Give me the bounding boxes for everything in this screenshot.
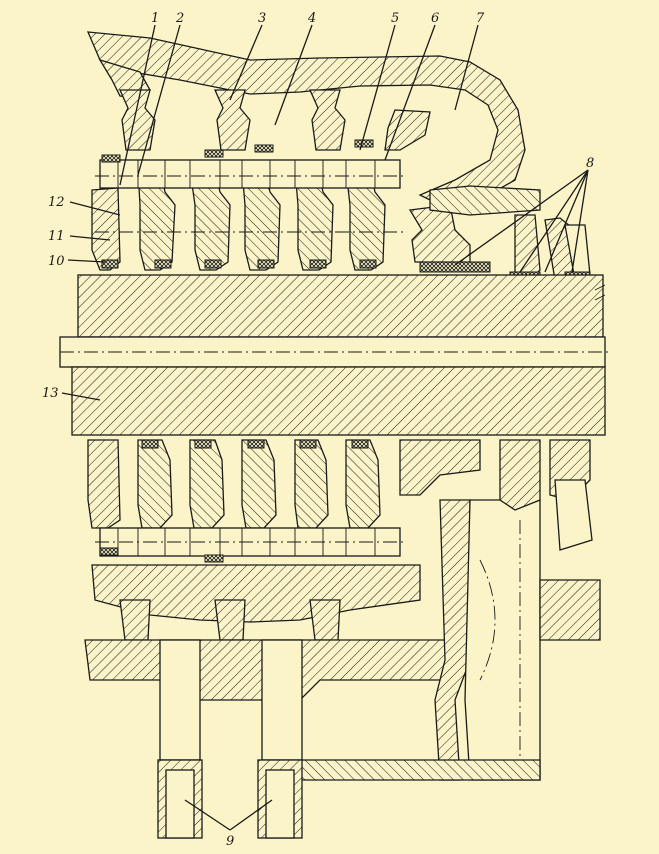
upper-stage-discs <box>91 139 405 271</box>
callout-6: 6 <box>431 11 439 26</box>
callout-4: 4 <box>307 11 316 26</box>
lower-stage-discs <box>87 439 405 573</box>
callout-2: 2 <box>175 11 184 26</box>
callout-9: 9 <box>226 834 234 849</box>
callout-12: 12 <box>48 195 65 210</box>
callout-8: 8 <box>586 156 594 171</box>
callout-10: 10 <box>48 254 65 269</box>
extraction-pipes <box>157 639 303 839</box>
callout-13: 13 <box>42 386 59 401</box>
callout-11: 11 <box>48 229 65 244</box>
leader-lines <box>61 24 589 831</box>
callout-1: 1 <box>151 11 159 26</box>
lower-casing <box>84 439 601 781</box>
callout-5: 5 <box>391 11 399 26</box>
callout-7: 7 <box>476 11 485 26</box>
rotor-shaft <box>59 274 610 436</box>
callout-3: 3 <box>258 11 266 26</box>
callout-labels: 1 2 3 4 5 6 7 8 9 10 11 12 13 <box>42 11 594 849</box>
upper-right-assembly <box>408 185 591 286</box>
